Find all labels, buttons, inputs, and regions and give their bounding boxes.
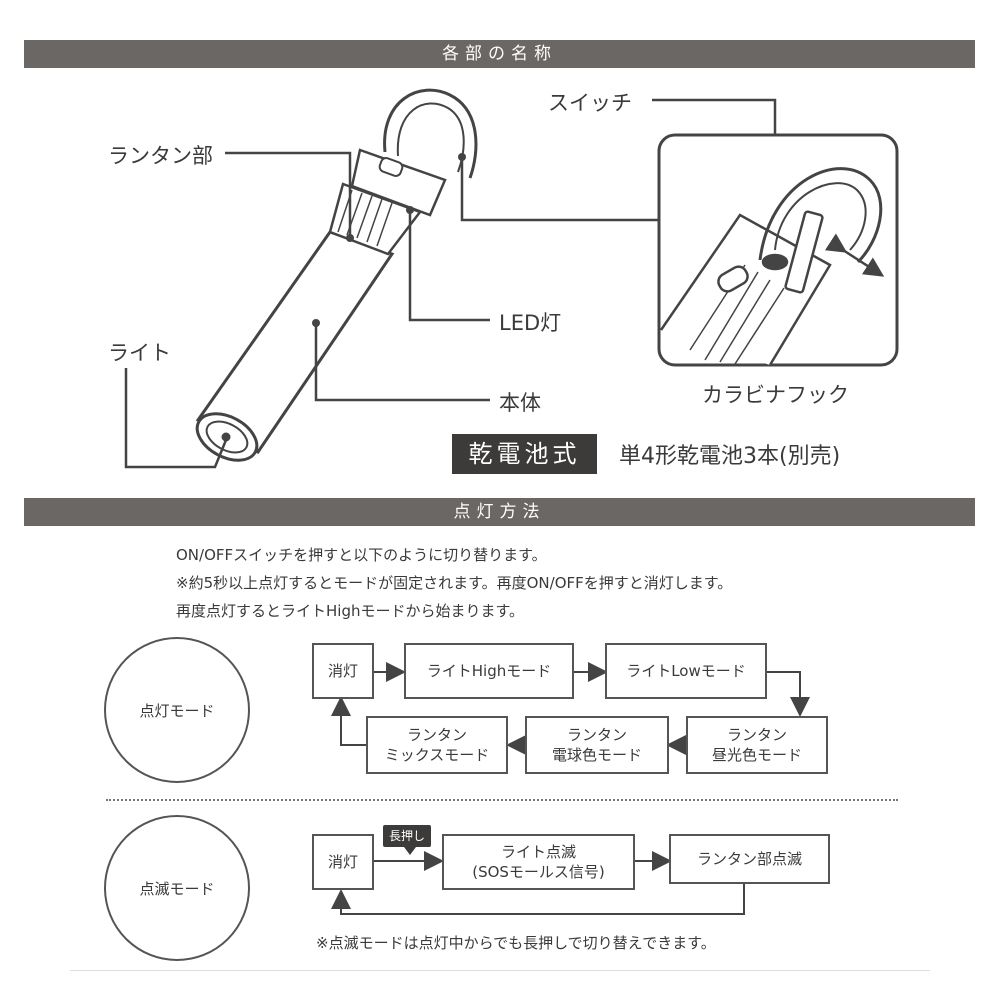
light-blink-line-2: (SOSモールス信号) [472, 863, 605, 881]
daylight-line-2: 昼光色モード [711, 746, 802, 764]
mix-line-2: ミックスモード [384, 746, 490, 764]
label-body: 本体 [499, 391, 541, 415]
light-blink-line-1: ライト点滅 [500, 843, 576, 861]
battery-spec: 単4形乾電池3本(別売) [619, 444, 841, 469]
mix-line-1: ランタン [406, 726, 467, 744]
warm-line-1: ランタン [566, 726, 627, 744]
daylight-line-1: ランタン [726, 726, 787, 744]
usage-note-3: 再度点灯するとライトHighモードから始まります。 [176, 602, 524, 620]
carabiner-detail-inset [657, 133, 899, 367]
mode-lantern-daylight-box: ランタン昼光色モード [686, 716, 828, 774]
warm-line-2: 電球色モード [551, 746, 642, 764]
section-header-part-names: 各部の名称 [24, 40, 975, 68]
blink-mode-circle: 点滅モード [104, 815, 250, 961]
bottom-divider [70, 970, 930, 971]
light-blink-box: ライト点滅 (SOSモールス信号) [442, 834, 635, 890]
lighting-mode-circle: 点灯モード [104, 637, 250, 783]
mode-lantern-mix-box: ランタンミックスモード [366, 716, 508, 774]
label-lantern-part: ランタン部 [108, 144, 213, 168]
lantern-blink-box: ランタン部点滅 [669, 834, 830, 884]
usage-note-2: ※約5秒以上点灯するとモードが固定されます。再度ON/OFFを押すと消灯します。 [176, 574, 733, 592]
lighting-mode-label: 点灯モード [139, 701, 215, 720]
label-carabiner-hook: カラビナフック [702, 383, 849, 407]
label-led: LED灯 [499, 311, 562, 335]
mode-lantern-warm-box: ランタン電球色モード [525, 716, 669, 774]
mode-light-low-box: ライトLowモード [605, 643, 767, 699]
blink-mode-note: ※点滅モードは点灯中からでも長押しで切り替えできます。 [316, 934, 716, 952]
usage-note-1: ON/OFFスイッチを押すと以下のように切り替ります。 [176, 546, 547, 564]
battery-type-badge: 乾電池式 [452, 434, 597, 474]
blink-mode-label: 点滅モード [139, 879, 215, 898]
mode-light-high-box: ライトHighモード [404, 643, 574, 699]
long-press-tag: 長押し [383, 825, 431, 847]
section-divider [106, 799, 898, 801]
section-header-usage: 点灯方法 [24, 498, 975, 526]
label-switch: スイッチ [548, 91, 632, 115]
blink-off-box: 消灯 [312, 834, 374, 890]
label-light: ライト [108, 341, 171, 365]
mode-off-box: 消灯 [312, 643, 374, 699]
